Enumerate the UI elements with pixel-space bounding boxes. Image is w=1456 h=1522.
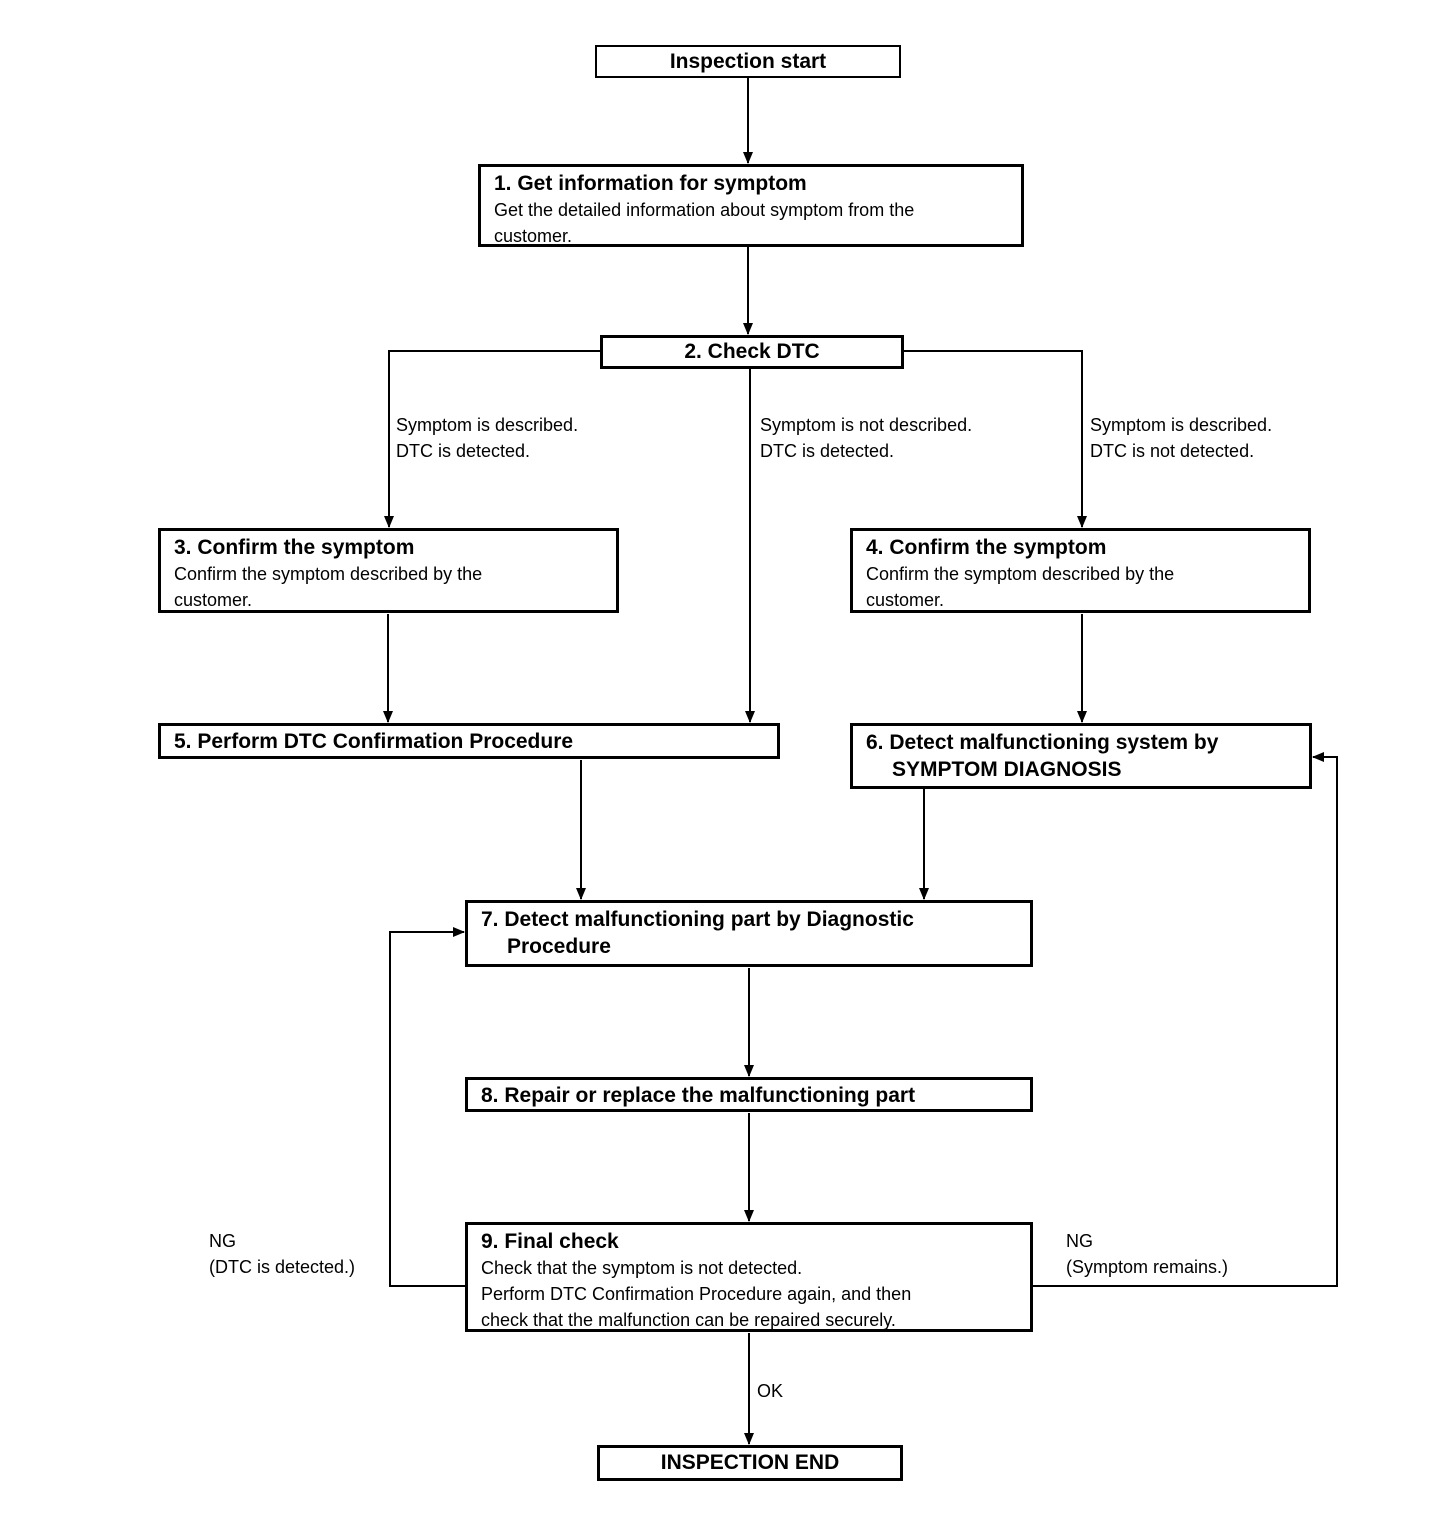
edge-label-line: DTC is not detected. [1090, 441, 1255, 461]
node-step4-title: 4. Confirm the symptom [866, 536, 1107, 559]
node-step9-body-line: Perform DTC Confirmation Procedure again… [481, 1284, 912, 1304]
edge-label-ok: OK [757, 1381, 784, 1401]
node-step5-title: 5. Perform DTC Confirmation Procedure [174, 730, 574, 753]
edge-label-branch-left: Symptom is described. DTC is detected. [396, 412, 578, 464]
node-step7-title-line: Procedure [507, 935, 611, 958]
node-step3-confirm-symptom: 3. Confirm the symptom Confirm the sympt… [158, 528, 619, 613]
node-step2-check-dtc: 2. Check DTC [600, 335, 904, 369]
node-step9-body-line: Check that the symptom is not detected. [481, 1258, 803, 1278]
node-step6-title-line: 6. Detect malfunctioning system by [866, 731, 1219, 754]
edge-label-line: (DTC is detected.) [209, 1257, 356, 1277]
edge-step2-to-step3 [384, 350, 601, 528]
node-step1-body-line: customer. [494, 226, 573, 246]
node-step3-body-line: customer. [174, 590, 253, 610]
edge-label-ng-left: NG (DTC is detected.) [209, 1228, 355, 1280]
node-step1-body-line: Get the detailed information about sympt… [494, 200, 915, 220]
node-inspection-end: INSPECTION END [597, 1445, 903, 1481]
node-step8-repair-replace: 8. Repair or replace the malfunctioning … [465, 1077, 1033, 1112]
edge-step9-ng-to-step7 [389, 927, 465, 1287]
node-step1-title: 1. Get information for symptom [494, 172, 807, 195]
node-step5-dtc-confirmation: 5. Perform DTC Confirmation Procedure [158, 723, 780, 759]
edge-label-line: Symptom is not described. [760, 415, 973, 435]
edge-label-line: Symptom is described. [396, 415, 579, 435]
node-step4-body-line: customer. [866, 590, 945, 610]
node-step7-diagnostic-procedure: 7. Detect malfunctioning part by Diagnos… [465, 900, 1033, 967]
edge-label-line: (Symptom remains.) [1066, 1257, 1229, 1277]
node-step4-body-line: Confirm the symptom described by the [866, 564, 1175, 584]
edge-step9-ng-to-step6 [1033, 752, 1338, 1287]
edge-label-branch-right: Symptom is described. DTC is not detecte… [1090, 412, 1272, 464]
node-step6-title-line: SYMPTOM DIAGNOSIS [892, 758, 1122, 781]
node-inspection-start: Inspection start [595, 45, 901, 78]
node-inspection-end-label: INSPECTION END [660, 1451, 840, 1474]
edge-label-ng-right: NG (Symptom remains.) [1066, 1228, 1228, 1280]
edge-label-line: DTC is detected. [396, 441, 531, 461]
node-step9-title: 9. Final check [481, 1230, 619, 1253]
edge-step2-to-step4 [903, 350, 1087, 528]
node-step3-body-line: Confirm the symptom described by the [174, 564, 483, 584]
node-inspection-start-label: Inspection start [669, 49, 827, 73]
node-step3-title: 3. Confirm the symptom [174, 536, 415, 559]
node-step2-title: 2. Check DTC [684, 340, 820, 363]
node-step9-body-line: check that the malfunction can be repair… [481, 1310, 896, 1330]
edge-label-line: NG [1066, 1231, 1093, 1251]
node-step4-confirm-symptom: 4. Confirm the symptom Confirm the sympt… [850, 528, 1311, 613]
edge-label-branch-middle: Symptom is not described. DTC is detecte… [760, 412, 972, 464]
node-step7-title-line: 7. Detect malfunctioning part by Diagnos… [481, 908, 914, 931]
node-step8-title: 8. Repair or replace the malfunctioning … [481, 1084, 916, 1107]
edge-label-line: DTC is detected. [760, 441, 895, 461]
node-step9-final-check: 9. Final check Check that the symptom is… [465, 1222, 1033, 1332]
node-step1-get-information: 1. Get information for symptom Get the d… [478, 164, 1024, 247]
edge-label-line: NG [209, 1231, 236, 1251]
edge-label-line: Symptom is described. [1090, 415, 1273, 435]
node-step6-symptom-diagnosis: 6. Detect malfunctioning system by SYMPT… [850, 723, 1312, 789]
